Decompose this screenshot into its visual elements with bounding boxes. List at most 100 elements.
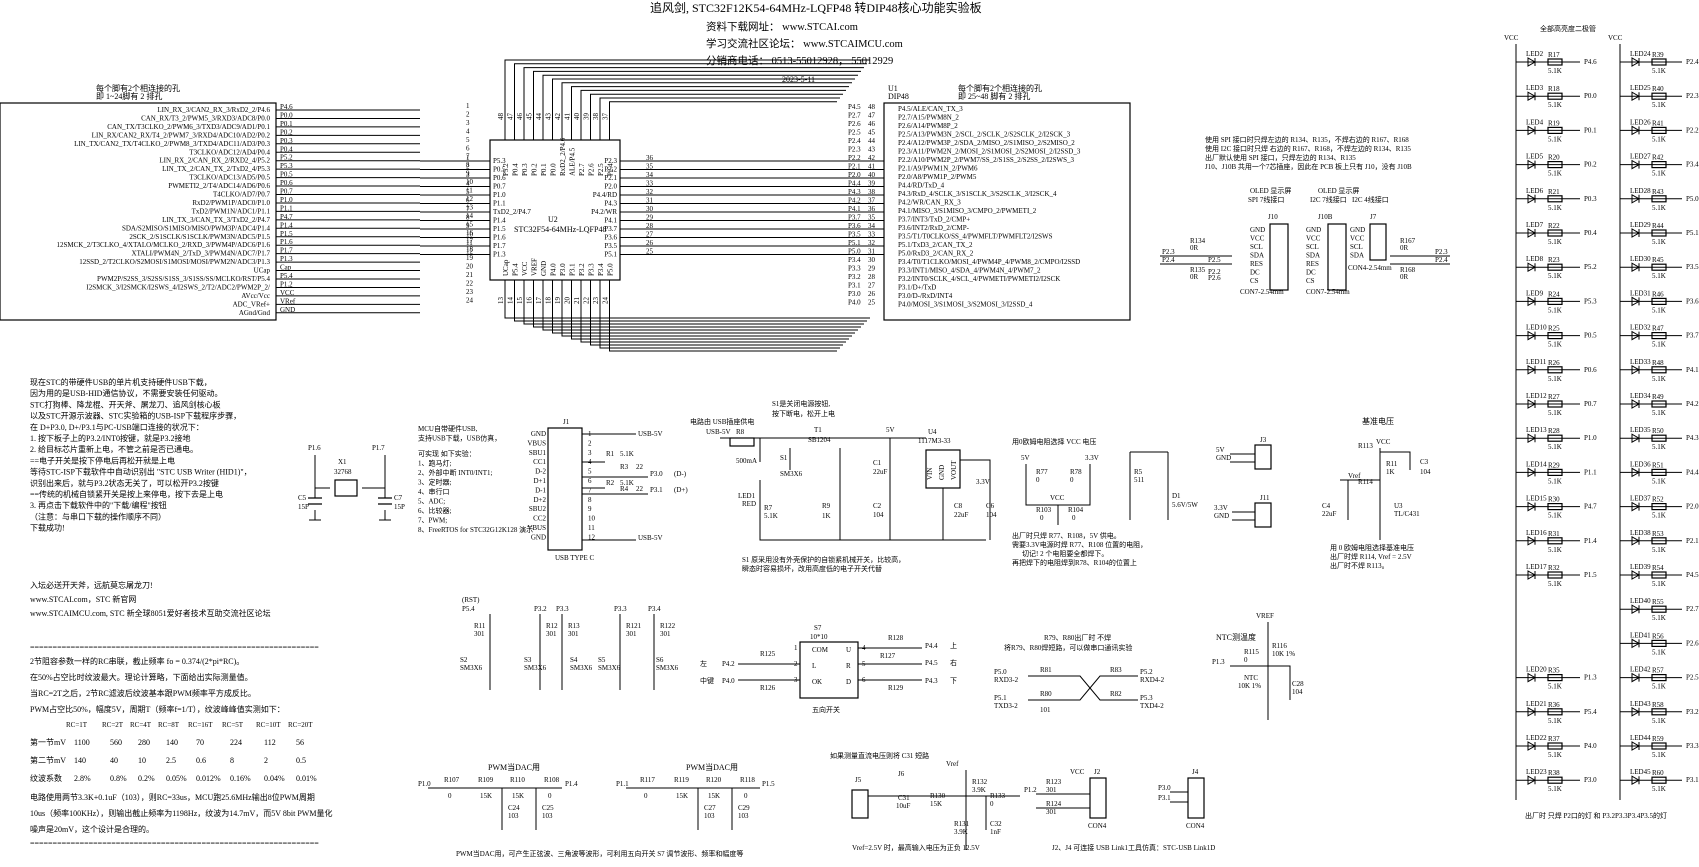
left-pin-net: P4.6 [280, 103, 293, 111]
led-resistor [1547, 571, 1563, 579]
right-pin-number: 38 [868, 188, 876, 196]
led-resistor-val: 5.1K [1652, 341, 1666, 349]
right-pin-label: P2.5/A13/PWM3N_2/SCL_2/SCLK_2/S2SCLK_2/I… [898, 131, 1071, 139]
left-pin-number: 17 [466, 237, 474, 245]
led-resistor [1651, 92, 1667, 100]
key-resistor-val: 301 [568, 630, 579, 638]
led-resistor-ref: R22 [1548, 222, 1560, 230]
oled-note-2: 使用 I2C 接口时只焊 右边的 R167、R168，不焊左边的 R134、R1… [1205, 144, 1411, 153]
j1-usb5v-bot: USB-5V [638, 534, 663, 542]
rc-row-value: 0.01% [296, 774, 317, 783]
rc-row-value: 0.6 [196, 756, 206, 765]
right-pin-label: P2.4/A12/PWM3P_2/SDA_2/MISO_2/S1MISO_2/S… [898, 139, 1075, 147]
right-pin-net: P2.3 [848, 146, 861, 154]
dac-note: PWM当DAC用，可产生正弦波、三角波等波形，可利用五向开关 S7 调节波形、频… [456, 849, 743, 858]
led-resistor-val: 5.1K [1652, 135, 1666, 143]
j2-con: CON4 [1088, 822, 1107, 830]
j1-pin-name: D+1 [533, 477, 546, 485]
ulink-note: J2、J4 可连接 USB Link1工具仿真：STC-USB Link1D [1052, 843, 1215, 852]
led-ref: LED27 [1630, 153, 1651, 161]
left-pin-label: CAN_TX/T3CLKO_2/PWM6_3/TXD3/ADC9/AD1/P0.… [107, 123, 270, 131]
u2-top-pin-name: P0.0 [550, 163, 558, 176]
led-resistor-val: 5.1K [1652, 648, 1666, 656]
r104-val: 0 [1072, 514, 1076, 522]
download-site: 资料下载网址： www.STCAI.com [706, 20, 858, 33]
led-resistor-ref: R27 [1548, 393, 1560, 401]
right-pin-label: P3.6/INT2/RxD_2/CMP- [898, 224, 970, 232]
u2-right-pin-number: 30 [646, 205, 654, 213]
u2-right-pin-name: P5.1 [604, 251, 617, 259]
r82-ref: R82 [1110, 690, 1122, 698]
t1-ref: T1 [814, 426, 822, 434]
led-net: P4.3 [1686, 434, 1699, 442]
oled-net-p26: P2.6 [1208, 274, 1221, 282]
fw-up: 上 [950, 641, 957, 650]
led-symbol [1631, 57, 1641, 67]
r116-val: 10K 1% [1272, 650, 1295, 658]
j10b-pin: SDA [1306, 252, 1320, 260]
u2-top-pin-number: 47 [507, 113, 515, 121]
led-net: P5.3 [1584, 297, 1597, 305]
j3-ref: J3 [1260, 436, 1267, 444]
u2-bottom-pin-name: P3.4 [597, 263, 605, 276]
crystal-x1 [334, 479, 358, 497]
r2-val: 5.1K [620, 479, 634, 487]
right-pin-net: P5.0 [848, 248, 861, 256]
right-pin-label: P4.2/WR/CAN_RX_3 [898, 199, 961, 207]
r110-val: 15K [512, 792, 524, 800]
power-wires [720, 437, 991, 541]
c32-val: 1nF [990, 828, 1001, 836]
led-resistor [1547, 126, 1563, 135]
r118-val: 0 [744, 792, 748, 800]
vref-net: VREF [1256, 612, 1274, 620]
led-net: P4.2 [1686, 400, 1699, 408]
u2-left-pin-name: P1.4 [493, 217, 506, 225]
led-resistor-ref: R53 [1652, 530, 1664, 538]
led-ref: LED8 [1526, 255, 1544, 263]
led-net: P0.2 [1584, 161, 1597, 169]
led-resistor-val: 5.1K [1652, 785, 1666, 793]
s7-size: 10*10 [810, 633, 828, 641]
led-ref: LED13 [1526, 426, 1547, 434]
right-pin-number: 28 [868, 273, 876, 281]
led-resistor [1651, 468, 1667, 476]
u2-right-pin-name: P4.4/RD [593, 191, 617, 199]
right-pin-net: P2.5 [848, 129, 861, 137]
vcc-select: 用0欧姆电阻选择 VCC 电压 5V 3.3V R77 0 R78 0 R103… [1012, 437, 1198, 567]
r114-ref: R114 [1358, 478, 1373, 486]
led-symbol [1631, 775, 1641, 786]
left-pin-label: PWMETI2_2/T4/ADC14/AD6/P0.6 [168, 182, 270, 190]
led-resistor-val: 5.1K [1548, 238, 1562, 246]
led-ref: LED23 [1526, 768, 1547, 776]
r134-ref: R134 [1190, 237, 1206, 245]
left-pin-net: P1.1 [280, 204, 293, 212]
j7-ref: J7 [1370, 213, 1377, 221]
j4-body [1187, 777, 1205, 819]
right-pin-net: P3.4 [848, 256, 861, 264]
right-pin-number: 45 [868, 129, 876, 137]
u2-bottom-pin-name: P4.0 [550, 263, 558, 276]
led-resistor-ref: R19 [1548, 119, 1560, 127]
u2-right-pin-number: 32 [646, 188, 654, 196]
led-resistor [1547, 742, 1563, 750]
j10b-pin: CS [1306, 277, 1315, 285]
led-resistor-ref: R29 [1548, 461, 1560, 469]
led-ref: LED15 [1526, 495, 1547, 503]
c25-ref: C25 [542, 804, 554, 812]
right-pin-net: P2.1 [848, 163, 861, 171]
led-resistor-val: 5.1K [1652, 614, 1666, 622]
bus-wire-top [542, 74, 858, 108]
led-net: P5.4 [1584, 708, 1597, 716]
promo-line: www.STCAIMCU.com, STC 新全球8051爱好者技术互助交流社区… [30, 608, 271, 618]
led-net: P2.4 [1686, 58, 1699, 66]
led-net: P5.1 [1686, 229, 1699, 237]
j7-pin: SCL [1350, 243, 1363, 251]
left-pin-net: P0.5 [280, 171, 293, 179]
led-resistor-val: 5.1K [1548, 135, 1562, 143]
led-ref: LED32 [1630, 324, 1651, 332]
left-pin-net: P1.7 [280, 247, 293, 255]
crystal-circuit: P1.6 P1.7 X1 32768 C5 15P C7 15P [298, 444, 405, 521]
